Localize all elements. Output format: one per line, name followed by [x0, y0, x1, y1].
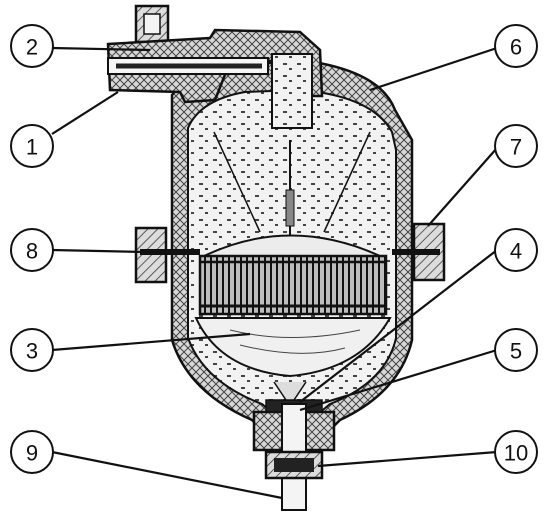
callout-7: 7 — [494, 124, 538, 168]
svg-text:10: 10 — [504, 441, 528, 466]
callout-3: 3 — [10, 328, 54, 372]
callout-1: 1 — [10, 124, 54, 168]
inlet-fitting — [106, 4, 324, 129]
callouts: 2 1 8 3 9 6 7 4 — [10, 24, 538, 474]
svg-text:3: 3 — [26, 339, 38, 364]
svg-text:6: 6 — [510, 35, 522, 60]
svg-text:2: 2 — [26, 35, 38, 60]
leader-1 — [51, 91, 119, 135]
leader-7 — [427, 147, 498, 227]
leader-10 — [317, 450, 498, 468]
rotor-dome — [194, 234, 392, 378]
bottom-outlet — [252, 381, 336, 511]
callout-2: 2 — [10, 24, 54, 68]
left-flange-bolt — [134, 226, 200, 284]
leader-6 — [369, 46, 498, 92]
leader-9 — [51, 450, 283, 500]
callout-10: 10 — [494, 430, 538, 474]
svg-text:5: 5 — [510, 339, 522, 364]
callout-5: 5 — [494, 328, 538, 372]
leader-2 — [51, 46, 151, 52]
leader-3 — [51, 332, 251, 352]
leader-4 — [299, 249, 498, 403]
leader-5 — [299, 348, 498, 412]
callout-6: 6 — [494, 24, 538, 68]
leader-lines — [51, 46, 498, 500]
svg-text:4: 4 — [510, 239, 522, 264]
leader-8 — [51, 248, 146, 254]
svg-text:7: 7 — [510, 135, 522, 160]
svg-text:9: 9 — [26, 441, 38, 466]
svg-text:8: 8 — [26, 239, 38, 264]
callout-8: 8 — [10, 228, 54, 272]
callout-9: 9 — [10, 430, 54, 474]
callout-4: 4 — [494, 228, 538, 272]
svg-text:1: 1 — [26, 135, 38, 160]
